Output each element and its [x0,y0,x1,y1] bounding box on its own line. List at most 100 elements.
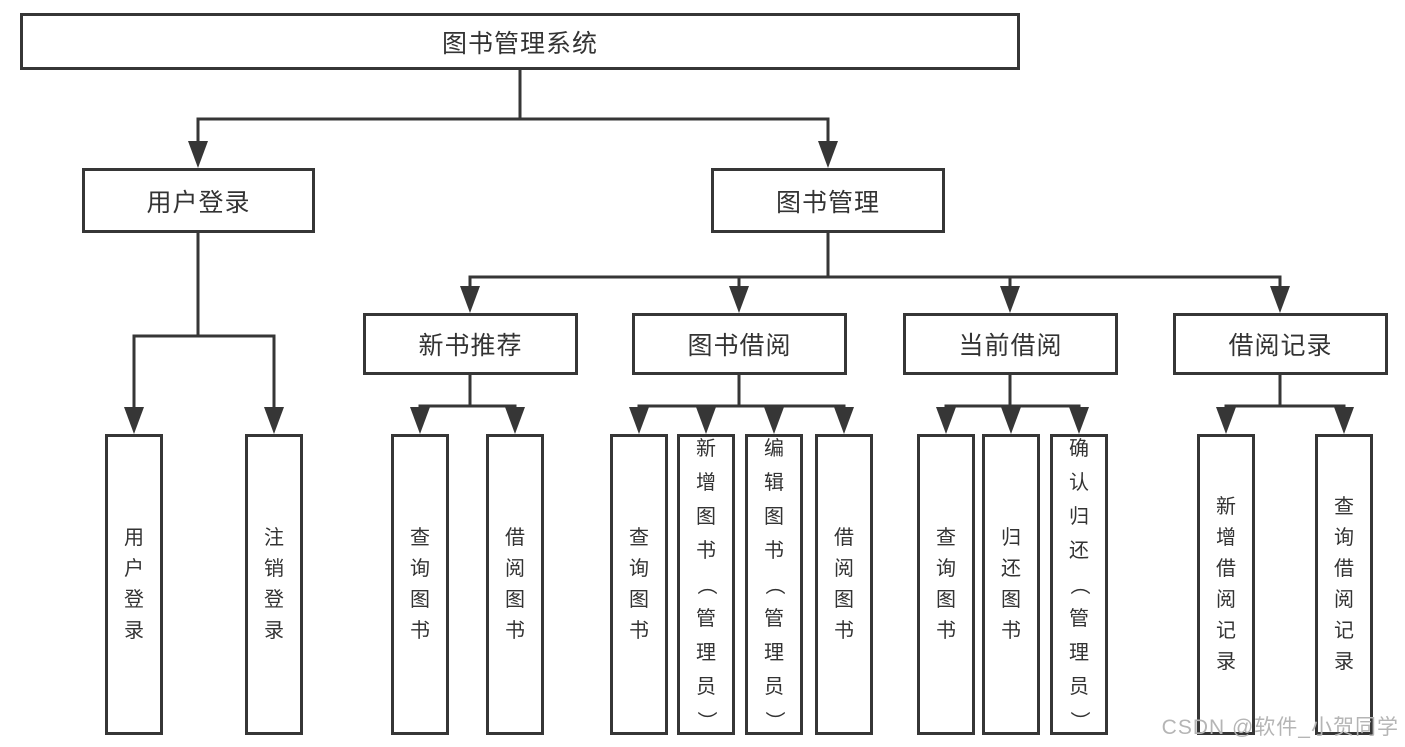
vertical-char: 查 [629,526,649,549]
vertical-char: 录 [1334,650,1354,673]
arrowhead-icon [124,407,144,434]
vertical-char: 书 [505,619,525,642]
arrowhead-icon [818,141,838,168]
leaf-edit-books-admin: 编辑图书（管理员） [745,434,803,735]
leaf-add-books-admin: 新增图书（管理员） [677,434,735,735]
vertical-char: 询 [1334,526,1354,549]
vertical-char: 新 [1216,495,1236,518]
node-new-book-recommend: 新书推荐 [363,313,578,375]
vertical-char: 询 [410,557,430,580]
arrowhead-icon [410,407,430,434]
leaf-query-borrow-record: 查询借阅记录 [1315,434,1373,735]
vertical-char: 记 [1334,619,1354,642]
vertical-char: 认 [1069,471,1089,494]
vertical-char: 编 [764,437,784,460]
vertical-char: 查 [1334,495,1354,518]
arrowhead-icon [936,407,956,434]
leaf-borrowing-query-books: 查询图书 [610,434,668,735]
vertical-char: 销 [264,557,284,580]
vertical-char: 新 [696,437,716,460]
vertical-char: 增 [696,471,716,494]
arrowhead-icon [1001,407,1021,434]
vertical-char: 查 [936,526,956,549]
vertical-char: 图 [764,505,784,528]
vertical-char: 书 [764,539,784,562]
arrowhead-icon [460,286,480,313]
vertical-char: ） [763,710,785,731]
vertical-char: 书 [696,539,716,562]
node-borrowing-records: 借阅记录 [1173,313,1388,375]
leaf-recommend-query-books: 查询图书 [391,434,449,735]
node-user-login: 用户登录 [82,168,315,233]
vertical-char: （ [763,574,785,595]
vertical-char: 理 [764,641,784,664]
vertical-char: 图 [410,588,430,611]
arrowhead-icon [764,407,784,434]
vertical-char: 理 [696,641,716,664]
vertical-char: 增 [1216,526,1236,549]
node-current-borrowing: 当前借阅 [903,313,1118,375]
vertical-char: 阅 [505,557,525,580]
vertical-char: 书 [834,619,854,642]
leaf-confirm-return-admin: 确认归还（管理员） [1050,434,1108,735]
vertical-char: 书 [1001,619,1021,642]
leaf-user-login: 用户登录 [105,434,163,735]
vertical-char: 户 [124,557,144,580]
vertical-char: 管 [1069,607,1089,630]
vertical-char: 录 [264,619,284,642]
arrowhead-icon [1000,286,1020,313]
arrowhead-icon [1270,286,1290,313]
vertical-char: 阅 [834,557,854,580]
leaf-logout: 注销登录 [245,434,303,735]
arrowhead-icon [1069,407,1089,434]
vertical-char: 登 [124,588,144,611]
vertical-char: 登 [264,588,284,611]
vertical-char: 借 [834,526,854,549]
vertical-char: 录 [124,619,144,642]
vertical-char: ） [1068,710,1090,731]
vertical-char: 用 [124,526,144,549]
vertical-char: 员 [696,675,716,698]
arrowhead-icon [696,407,716,434]
vertical-char: 询 [629,557,649,580]
arrowhead-icon [1334,407,1354,434]
leaf-recommend-borrow-books: 借阅图书 [486,434,544,735]
vertical-char: 借 [1216,557,1236,580]
vertical-char: 还 [1001,557,1021,580]
vertical-char: 归 [1001,526,1021,549]
arrowhead-icon [629,407,649,434]
vertical-char: 记 [1216,619,1236,642]
vertical-char: 确 [1069,437,1089,460]
vertical-char: 书 [410,619,430,642]
leaf-return-books: 归还图书 [982,434,1040,735]
node-library-management-system: 图书管理系统 [20,13,1020,70]
vertical-char: 图 [505,588,525,611]
vertical-char: 注 [264,526,284,549]
arrowhead-icon [505,407,525,434]
vertical-char: 询 [936,557,956,580]
vertical-char: 图 [629,588,649,611]
vertical-char: 辑 [764,471,784,494]
vertical-char: 借 [505,526,525,549]
vertical-char: 员 [1069,675,1089,698]
vertical-char: 归 [1069,505,1089,528]
vertical-char: ） [695,710,717,731]
vertical-char: 图 [834,588,854,611]
vertical-char: （ [1068,574,1090,595]
node-book-borrowing: 图书借阅 [632,313,847,375]
vertical-char: 阅 [1216,588,1236,611]
leaf-borrowing-borrow-books: 借阅图书 [815,434,873,735]
vertical-char: 员 [764,675,784,698]
vertical-char: 理 [1069,641,1089,664]
vertical-char: 图 [1001,588,1021,611]
vertical-char: 查 [410,526,430,549]
vertical-char: 录 [1216,650,1236,673]
vertical-char: （ [695,574,717,595]
csdn-watermark: CSDN @软件_小贺同学 [1161,716,1399,739]
leaf-current-query-books: 查询图书 [917,434,975,735]
arrowheads [124,141,1354,434]
leaf-add-borrow-record: 新增借阅记录 [1197,434,1255,735]
arrowhead-icon [1216,407,1236,434]
